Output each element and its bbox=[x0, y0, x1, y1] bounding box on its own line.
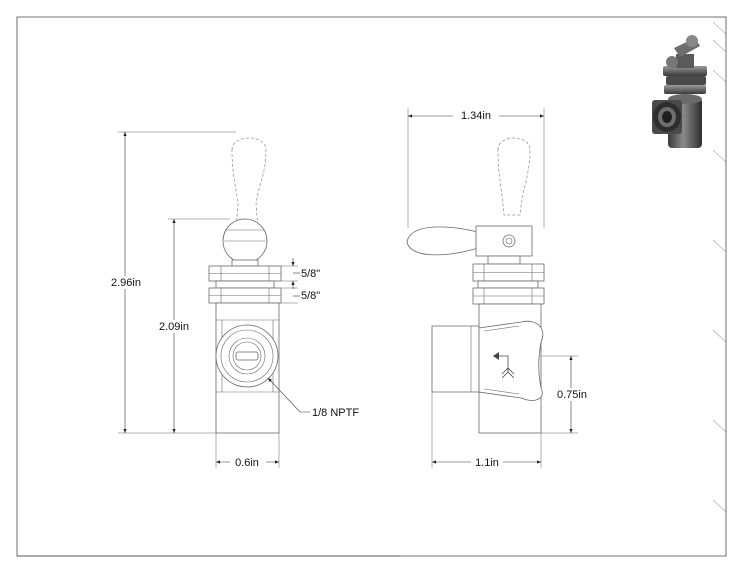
isometric-render bbox=[652, 35, 707, 148]
dim-hex-lower: 5/8" bbox=[301, 290, 320, 302]
handle-phantom-front bbox=[231, 137, 267, 227]
front-view bbox=[208, 137, 282, 434]
dim-side-width: 1.1in bbox=[475, 457, 499, 469]
dim-front-width: 0.6in bbox=[235, 457, 259, 469]
dim-lower-height: 2.09in bbox=[159, 321, 189, 333]
side-label-plate bbox=[478, 320, 544, 401]
dim-port-thread: 1/8 NPTF bbox=[312, 407, 359, 419]
side-port-boss bbox=[431, 325, 480, 393]
side-dimensions: 1.34in 1.1in 0.75in bbox=[407, 108, 592, 469]
dim-overall-height: 2.96in bbox=[111, 277, 141, 289]
dim-handle-span: 1.34in bbox=[461, 110, 491, 122]
side-lever-handle bbox=[406, 226, 479, 256]
flow-arrow-icon bbox=[493, 352, 515, 379]
dim-port-height: 0.75in bbox=[557, 389, 587, 401]
side-view bbox=[406, 137, 545, 434]
dim-hex-upper: 5/8" bbox=[301, 268, 320, 280]
front-dimensions: 2.96in 2.09in 5/8" 5/8" 1/8 NPTF 0.6in bbox=[104, 131, 359, 469]
sheet-border bbox=[16, 16, 727, 557]
handle-phantom-side bbox=[497, 137, 531, 216]
